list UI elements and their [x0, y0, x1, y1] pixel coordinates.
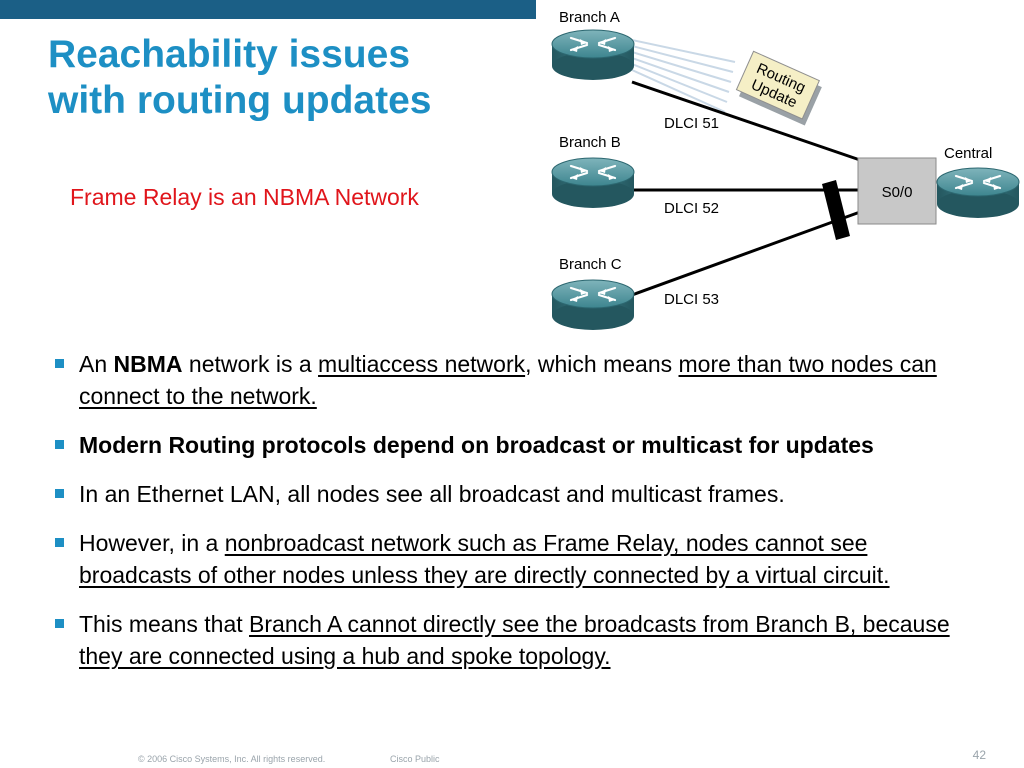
bullet-marker: [55, 359, 64, 368]
slide-title: Reachability issues with routing updates: [48, 32, 431, 124]
bullet-list: An NBMA network is a multiaccess network…: [55, 348, 985, 689]
bullet-marker: [55, 440, 64, 449]
link-branch-c: [631, 210, 861, 297]
page-number: 42: [972, 748, 986, 762]
dlci-53-label: DLCI 53: [664, 291, 719, 308]
routing-update-tag: Routing Update: [735, 50, 822, 126]
hub-spoke-explanation: Branch A cannot directly see the broadca…: [79, 611, 950, 669]
header-bar: [0, 0, 536, 19]
bullet-routing-protocols: Modern Routing protocols depend on broad…: [55, 429, 985, 461]
multiaccess-definition: more than two nodes can connect to the n…: [79, 351, 937, 409]
bullet-ethernet: In an Ethernet LAN, all nodes see all br…: [55, 478, 985, 510]
branch-c-label: Branch C: [559, 256, 622, 273]
bullet-marker: [55, 489, 64, 498]
interface-label: S0/0: [882, 184, 913, 201]
frame-relay-bar: [822, 180, 850, 240]
update-motion-lines: [631, 39, 736, 113]
slide-subtitle: Frame Relay is an NBMA Network: [70, 184, 419, 210]
router-branch-a-icon: [550, 28, 636, 82]
dlci-52-label: DLCI 52: [664, 200, 719, 217]
router-branch-b-icon: [550, 156, 636, 210]
title-line-2: with routing updates: [48, 79, 432, 122]
footer-classification: Cisco Public: [390, 754, 440, 764]
frame-relay-diagram: Routing Update S0/0 Branch A Branch B Br…: [550, 9, 1021, 332]
serial-interface-box: [857, 157, 937, 225]
title-line-1: Reachability issues: [48, 33, 411, 76]
multiaccess-term: multiaccess network: [318, 351, 526, 377]
nbma-term: NBMA: [113, 351, 183, 377]
bullet-marker: [55, 619, 64, 628]
bullet-nonbroadcast: However, in a nonbroadcast network such …: [55, 527, 985, 591]
router-central-icon: [935, 166, 1021, 220]
bullet-marker: [55, 538, 64, 547]
link-branch-a: [631, 80, 861, 162]
router-branch-c-icon: [550, 278, 636, 332]
branch-b-label: Branch B: [559, 134, 621, 151]
footer-copyright: © 2006 Cisco Systems, Inc. All rights re…: [138, 754, 326, 764]
central-label: Central: [944, 145, 992, 162]
dlci-51-label: DLCI 51: [664, 115, 719, 132]
bullet-nbma: An NBMA network is a multiaccess network…: [55, 348, 985, 412]
nonbroadcast-explanation: nonbroadcast network such as Frame Relay…: [79, 530, 890, 588]
bullet-hub-spoke: This means that Branch A cannot directly…: [55, 608, 985, 672]
branch-a-label: Branch A: [559, 9, 620, 26]
